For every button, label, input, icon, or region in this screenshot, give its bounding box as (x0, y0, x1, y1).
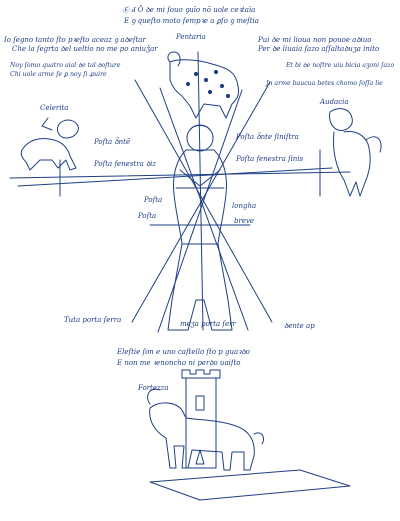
caption-right-block1-line1: Pui ꝺe mi lioua non pouoe aꝺiuo (258, 36, 372, 44)
label-posta-dente-right: Poſta ꝺ̃nte ſiniſtra (236, 133, 299, 141)
spotted-dog-top (167, 51, 239, 119)
label-celerita: Celerita (40, 104, 69, 112)
right-animal (329, 108, 382, 197)
label-posta-frontal-right: Poſta fenestra ſinis (236, 155, 304, 163)
label-posta-frontal-left: Poſta fenestra ꝺiz (94, 160, 157, 168)
caption-left-block2-line2: Chi uole arme ſe ꝑ noy ſi ꝓuire (10, 71, 107, 78)
label-mezza-porta: meʒa porta ſerr (180, 320, 236, 328)
label-posta2: Poſta (138, 212, 157, 220)
caption-left-block1-line1: Io ſegno tanto ſto pꝛeſto aceaz ꝯ aꝺeſta… (4, 36, 146, 44)
fencer-figure (167, 124, 233, 331)
caption-left-block1-line2: Che la ſegrta ꝺel ueltio no me po aniuǯa… (12, 45, 158, 53)
caption-right-block2-line2: Jn arme baucua betes chomo ſoſſa lie (266, 80, 383, 87)
label-posta-dente-left: Poſta ꝺ̃ntẽ (94, 138, 131, 146)
tower-with-dog (147, 369, 351, 501)
label-breve: breve (234, 217, 255, 225)
label-posta: Poſta (144, 196, 163, 204)
caption-right-block2-line1: Et bi ꝺe noſtre uiu bicia aʒoni ſazo (286, 62, 395, 69)
label-fortezza: Fortezza (138, 384, 169, 392)
left-animal (20, 117, 79, 171)
caption-left-block2-line1: Noy ſomo quatro aial ꝺe tal ꝺoſture (10, 62, 121, 69)
label-dente-ap: ꝺente ap (284, 322, 315, 330)
caption-right-block1-line2: Per ꝺe liuaia ſazo aſſaltaꝺuʒa inito (258, 45, 380, 53)
label-longha: longha (232, 202, 257, 210)
caption-top-line1: Ⓔ Ԁ Ȍ ꝺe mi ſouo ꝯuīo nõ uole ceꝛtaīa (122, 6, 256, 14)
label-pentaria: Pentaria (176, 33, 206, 41)
label-audacia: Audacia (320, 98, 349, 106)
caption-top-line2: E ꝯ queſto moto ſempꝛe a ꝑſo ꝯ meſtia (124, 17, 259, 25)
label-tutta-porta: Tuta porta ſerra (64, 316, 122, 324)
caption-bottom-line1: Eleſtie ſon e uno caſtello ſto p guaꝛꝺo (117, 348, 250, 356)
crossed-swords (9, 51, 351, 333)
caption-bottom-line2: E non me ꝛenoncho ni perꝺo uaiſto (117, 359, 241, 367)
